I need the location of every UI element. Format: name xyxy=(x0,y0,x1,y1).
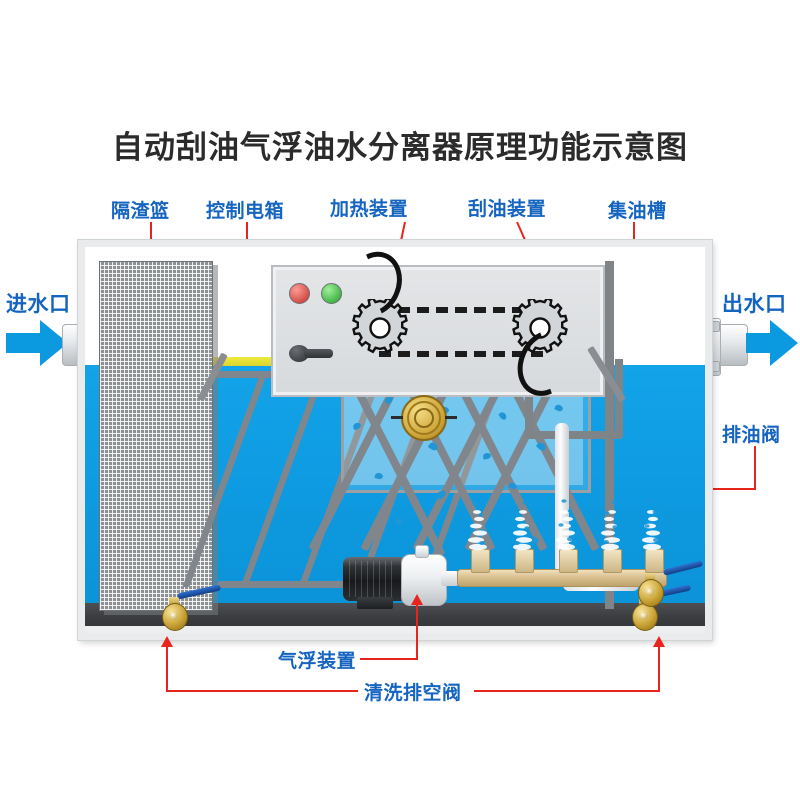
outlet-flow-arrow xyxy=(746,320,798,366)
page-title: 自动刮油气浮油水分离器原理功能示意图 xyxy=(112,130,688,165)
leader-oil-drain-h xyxy=(706,488,756,490)
bubble-plume xyxy=(509,495,535,553)
label-slag-basket: 隔渣篮 xyxy=(111,201,170,222)
power-indicator-lamp[interactable] xyxy=(289,283,310,304)
heating-device xyxy=(391,395,457,441)
arrowhead-cleaning-valve-left xyxy=(161,636,173,647)
separator-tank xyxy=(78,240,712,640)
air-flotation-pump xyxy=(343,545,463,609)
cleaning-drain-valve-right[interactable] xyxy=(629,595,659,631)
leader-air-flotation-h xyxy=(360,658,418,660)
label-air-flotation-device: 气浮装置 xyxy=(278,651,357,672)
drive-gear-right xyxy=(511,296,569,357)
label-water-inlet: 进水口 xyxy=(6,293,71,316)
control-knob-switch[interactable] xyxy=(289,345,333,362)
run-indicator-lamp[interactable] xyxy=(321,283,342,304)
control-cabinet[interactable] xyxy=(271,247,605,406)
slag-basket-screen xyxy=(99,261,213,611)
scraper-chain-top xyxy=(379,307,543,313)
inlet-flow-arrow xyxy=(6,320,68,366)
leader-cleaning-valve-left-v xyxy=(166,646,168,692)
label-oil-trough: 集油槽 xyxy=(608,201,667,222)
outlet-nozzle xyxy=(708,318,748,376)
bubble-plume xyxy=(553,495,579,553)
label-cleaning-drain-valve: 清洗排空阀 xyxy=(364,683,462,704)
bubble-plume xyxy=(597,495,623,553)
leader-cleaning-valve-right-v xyxy=(658,646,660,692)
label-water-outlet: 出水口 xyxy=(722,293,787,316)
drive-gear-left xyxy=(351,296,409,357)
bubble-plume xyxy=(639,495,665,553)
cleaning-drain-valve-left[interactable] xyxy=(159,595,189,631)
leader-cleaning-valve-left-h xyxy=(166,690,358,692)
leader-air-flotation-v xyxy=(416,604,418,660)
oil-drain-valve[interactable] xyxy=(635,571,665,607)
leader-cleaning-valve-right-h xyxy=(474,690,660,692)
scraper-chain-bottom xyxy=(379,351,543,357)
tank-floor xyxy=(85,626,705,633)
label-heating-device: 加热装置 xyxy=(330,199,409,220)
bubble-plume xyxy=(465,495,491,553)
label-control-cabinet: 控制电箱 xyxy=(206,201,285,222)
label-oil-scraper: 刮油装置 xyxy=(468,199,547,220)
oil-discharge-pipe-vertical xyxy=(555,423,569,573)
label-oil-drain-valve: 排油阀 xyxy=(722,425,781,446)
leader-oil-drain-v xyxy=(754,446,756,490)
arrowhead-air-flotation xyxy=(411,594,423,605)
arrowhead-cleaning-valve-right xyxy=(653,636,665,647)
